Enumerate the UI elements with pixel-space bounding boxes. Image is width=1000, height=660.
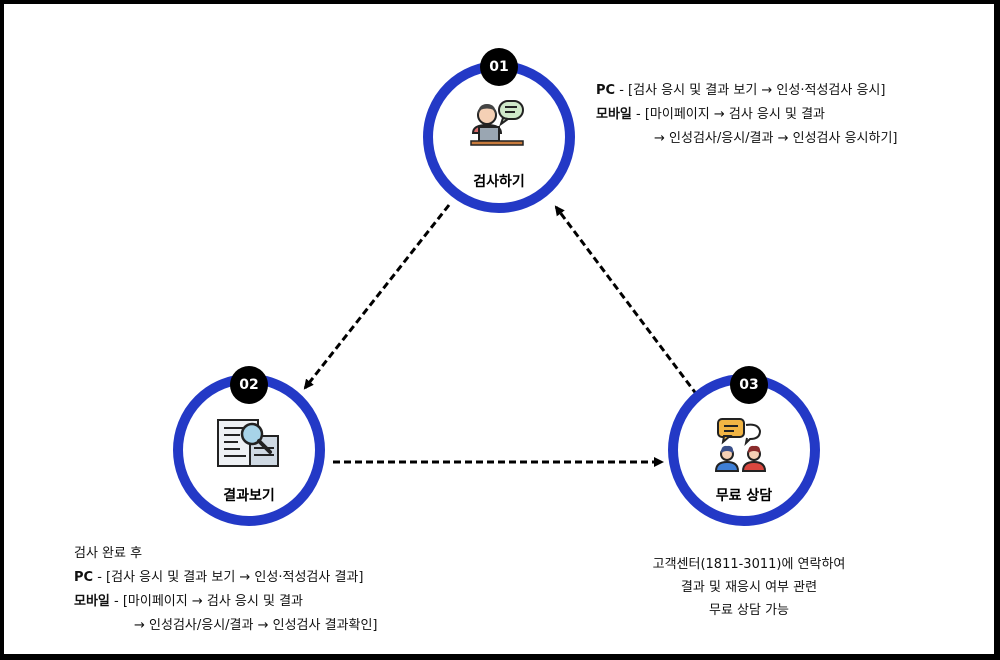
pc-label: PC (596, 83, 616, 98)
step-2-title: 결과보기 (223, 488, 275, 504)
step-1-title: 검사하기 (473, 174, 525, 190)
step-1-badge: 01 (480, 48, 518, 86)
pc-text: - [검사 응시 및 결과 보기 → 인성·적성검사 결과] (93, 570, 364, 585)
step-3-badge: 03 (730, 366, 768, 404)
pc-label: PC (74, 570, 94, 585)
step-2-badge: 02 (230, 366, 268, 404)
step-2-mobile-line: 모바일 - [마이페이지 → 검사 응시 및 결과 (74, 590, 378, 614)
document-magnifier-icon (217, 419, 279, 467)
mobile-text: - [마이페이지 → 검사 응시 및 결과 (631, 107, 825, 122)
step-1-info: PC - [검사 응시 및 결과 보기 → 인성·적성검사 응시] 모바일 - … (596, 79, 898, 151)
step-3-info: 고객센터(1811-3011)에 연락하여 결과 및 재응시 여부 관련 무료 … (620, 553, 878, 622)
mobile-text: - [마이페이지 → 검사 응시 및 결과 (109, 594, 303, 609)
step-2-mobile-line-2: → 인성검사/응시/결과 → 인성검사 결과확인] (134, 618, 378, 633)
person-laptop-chat-icon (470, 100, 524, 146)
step-1-mobile-line-2: → 인성검사/응시/결과 → 인성검사 응시하기] (654, 131, 898, 146)
pc-text: - [검사 응시 및 결과 보기 → 인성·적성검사 응시] (615, 83, 886, 98)
step-3-title: 무료 상담 (715, 488, 773, 504)
step-3-line-3: 무료 상담 가능 (708, 603, 790, 618)
arrow-step1-to-step2 (303, 204, 451, 390)
step-3-line-2: 결과 및 재응시 여부 관련 (680, 580, 818, 595)
mobile-label: 모바일 (74, 594, 110, 609)
step-1-circle: 검사하기 (423, 61, 575, 213)
step-3-circle: 무료 상담 (668, 374, 820, 526)
two-people-chat-icon (714, 418, 767, 472)
step-2-pc-line: PC - [검사 응시 및 결과 보기 → 인성·적성검사 결과] (74, 566, 378, 590)
step-2-intro: 검사 완료 후 (74, 546, 143, 561)
step-3-line-1: 고객센터(1811-3011)에 연락하여 (652, 557, 846, 572)
step-2-info: 검사 완료 후 PC - [검사 응시 및 결과 보기 → 인성·적성검사 결과… (74, 542, 378, 638)
step-1-mobile-line: 모바일 - [마이페이지 → 검사 응시 및 결과 (596, 103, 898, 127)
mobile-label: 모바일 (596, 107, 632, 122)
arrow-step3-to-step1 (554, 205, 699, 396)
step-1-pc-line: PC - [검사 응시 및 결과 보기 → 인성·적성검사 응시] (596, 79, 898, 103)
